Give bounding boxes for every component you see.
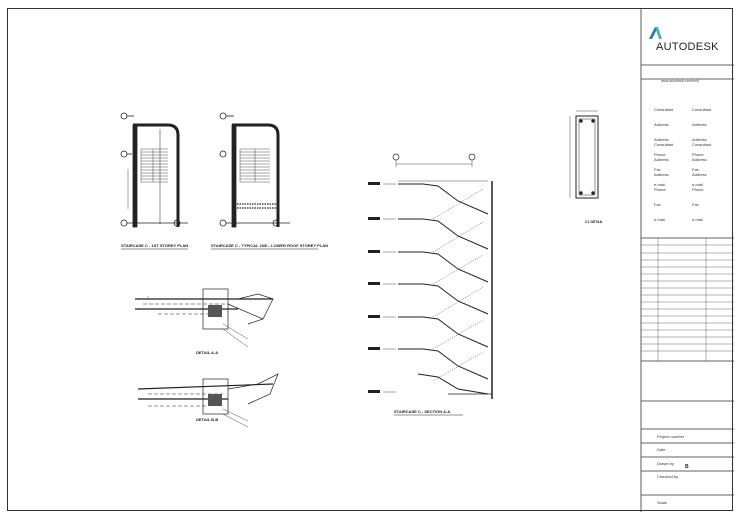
plan2-title: STAIRCASE C - TYPICAL 2ND - LOWER ROOF S… xyxy=(211,243,328,248)
section-a-a xyxy=(368,153,493,399)
consultant-2: Consultant Address Address Phone Fax e-m… xyxy=(692,107,712,187)
plan-1st-storey xyxy=(120,112,188,228)
detail-a-a xyxy=(135,288,274,348)
consultant-3: Consultant Address Address Phone Fax e-m… xyxy=(654,142,674,222)
drawn-by-label: Drawn by xyxy=(657,461,674,466)
consultant-1: Consultant Address Address Phone Fax e-m… xyxy=(654,107,674,187)
plan-typical-storey xyxy=(219,112,290,228)
brand-name: AUTODESK xyxy=(656,41,719,53)
drawing-sheet: STAIRCASE C - 1ST STOREY PLAN STAIRCASE … xyxy=(7,8,734,512)
date-label: Date xyxy=(657,447,666,452)
project-number-label: Project number xyxy=(657,434,685,439)
checked-by-label: Checked by xyxy=(657,474,679,479)
detail-b-b xyxy=(137,373,279,428)
column-detail xyxy=(569,110,599,199)
consultant-4: Consultant Address Address Phone Fax e-m… xyxy=(692,142,712,222)
detail-b-title: DETAIL B-B xyxy=(196,417,218,422)
autodesk-logo-icon xyxy=(649,27,662,39)
brand-url: www.autodesk.com/revit xyxy=(661,79,699,83)
title-block-frame xyxy=(640,9,734,512)
detail-a-title: DETAIL A-A xyxy=(196,350,218,355)
drawing-canvas: STAIRCASE C - 1ST STOREY PLAN STAIRCASE … xyxy=(120,9,734,512)
plan1-title: STAIRCASE C - 1ST STOREY PLAN xyxy=(121,243,188,248)
revision-table xyxy=(641,238,734,361)
drawn-by-value: B xyxy=(685,464,689,470)
scale-label: Scale xyxy=(657,500,668,505)
section-title: STAIRCASE C - SECTION A-A xyxy=(394,409,450,414)
column-detail-title: C1 DETAIL xyxy=(585,220,604,224)
